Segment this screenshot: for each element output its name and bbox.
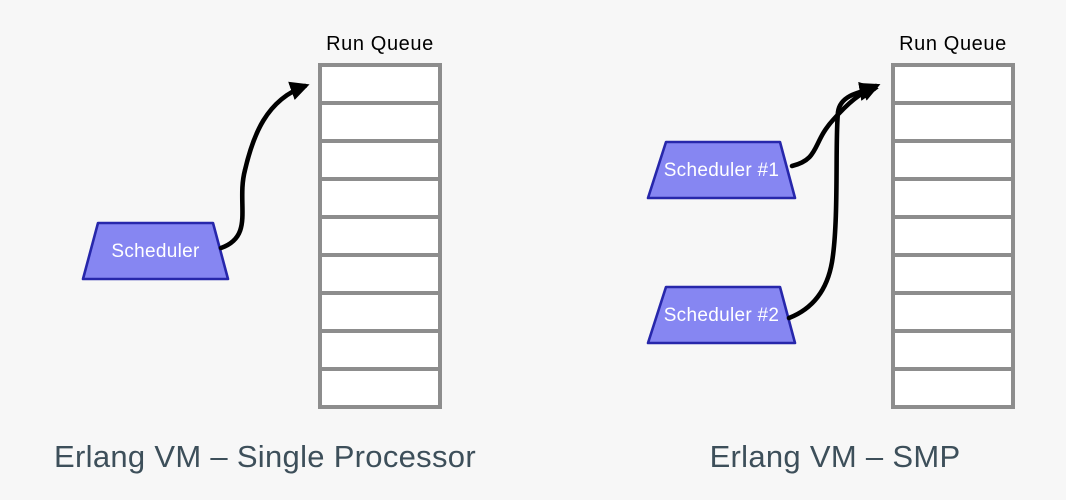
run-queue-label: Run Queue — [326, 33, 434, 55]
queue-slot — [318, 101, 442, 143]
arrow-scheduler2-to-queue — [786, 81, 879, 321]
run-queue-label: Run Queue — [899, 33, 1007, 55]
diagram-caption-single: Erlang VM – Single Processor — [54, 439, 476, 474]
scheduler-shape-single — [81, 221, 230, 281]
queue-slot — [318, 329, 442, 371]
scheduler-shape-smp-1 — [646, 140, 797, 200]
queue-slot — [891, 101, 1015, 143]
run-queue-smp — [891, 63, 1015, 409]
queue-slot — [891, 367, 1015, 409]
arrow-scheduler-to-queue — [218, 81, 310, 251]
queue-slot — [318, 367, 442, 409]
scheduler-label: Scheduler #2 — [663, 305, 780, 326]
run-queue-single — [318, 63, 442, 409]
scheduler-shape-smp-2 — [646, 285, 797, 345]
scheduler-label: Scheduler — [111, 241, 200, 262]
diagram-caption-smp: Erlang VM – SMP — [709, 439, 961, 474]
scheduler-label: Scheduler #1 — [663, 160, 780, 181]
queue-slot — [318, 291, 442, 333]
queue-slot — [891, 177, 1015, 219]
arrow-scheduler1-to-queue — [789, 82, 881, 169]
